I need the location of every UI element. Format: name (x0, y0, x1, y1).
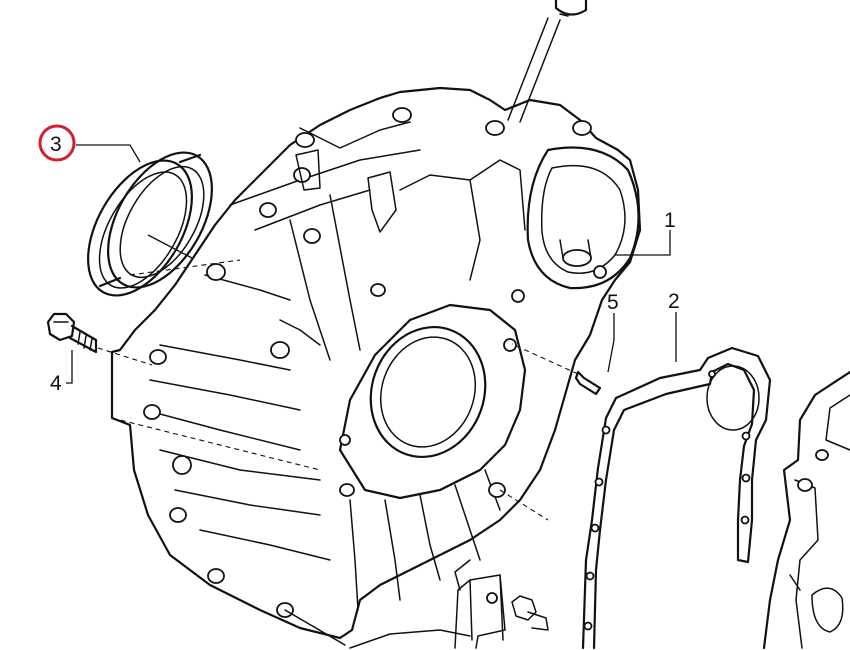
top-dowel-part (507, 0, 588, 123)
oil-seal-ring-part[interactable] (67, 135, 234, 313)
bolt-part[interactable] (46, 312, 153, 366)
engine-block-partial (762, 370, 850, 650)
gasket-part[interactable] (581, 346, 772, 650)
callout-leaders (66, 144, 677, 471)
flywheel-housing-part[interactable] (110, 86, 642, 640)
bottom-bracket-part (454, 489, 549, 649)
highlight-circle (38, 124, 76, 162)
callout-2: 2 (668, 290, 680, 313)
callout-4: 4 (50, 372, 62, 395)
lower-cover-fragment (284, 609, 471, 649)
callout-3: 3 (50, 133, 62, 156)
callout-1: 1 (664, 209, 676, 232)
callout-3-highlight[interactable]: 3 (38, 124, 76, 162)
callout-5: 5 (607, 291, 619, 314)
dowel-pin-part[interactable] (511, 343, 602, 396)
